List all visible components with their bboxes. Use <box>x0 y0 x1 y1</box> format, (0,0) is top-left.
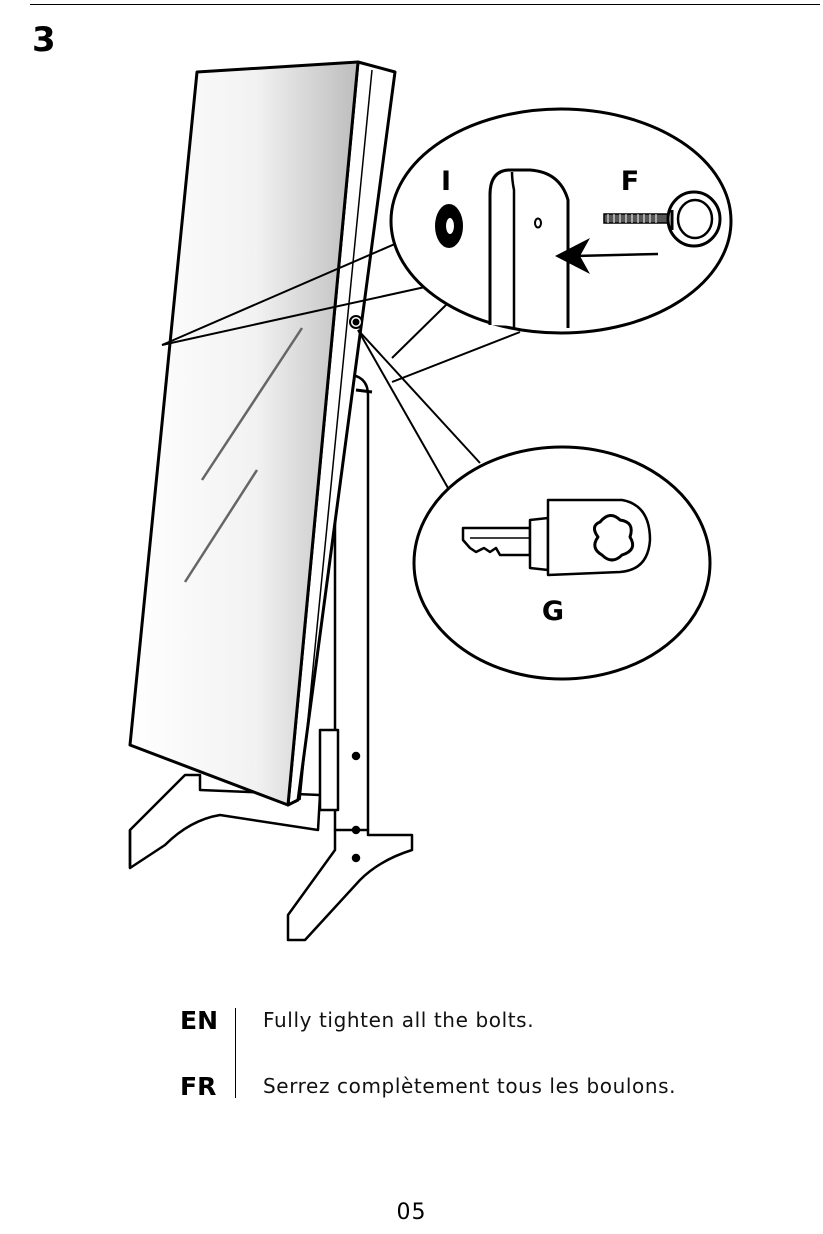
page-number: 05 <box>0 1200 823 1225</box>
washer-icon <box>435 204 463 248</box>
mirror-assembly-illustration: I F G <box>0 0 823 1000</box>
lang-code-en: EN <box>180 1006 218 1035</box>
detail-circle-bolt-washer: I F <box>391 109 731 333</box>
washer-label: I <box>441 166 451 197</box>
post-section <box>490 170 568 328</box>
instruction-text-en: Fully tighten all the bolts. <box>263 1008 534 1032</box>
language-divider <box>235 1008 236 1098</box>
bolt-label: F <box>621 166 639 197</box>
instruction-text-fr: Serrez complètement tous les boulons. <box>263 1074 676 1098</box>
lang-code-fr: FR <box>180 1072 216 1101</box>
detail-circle-key: G <box>414 447 710 679</box>
key-label: G <box>542 596 564 627</box>
